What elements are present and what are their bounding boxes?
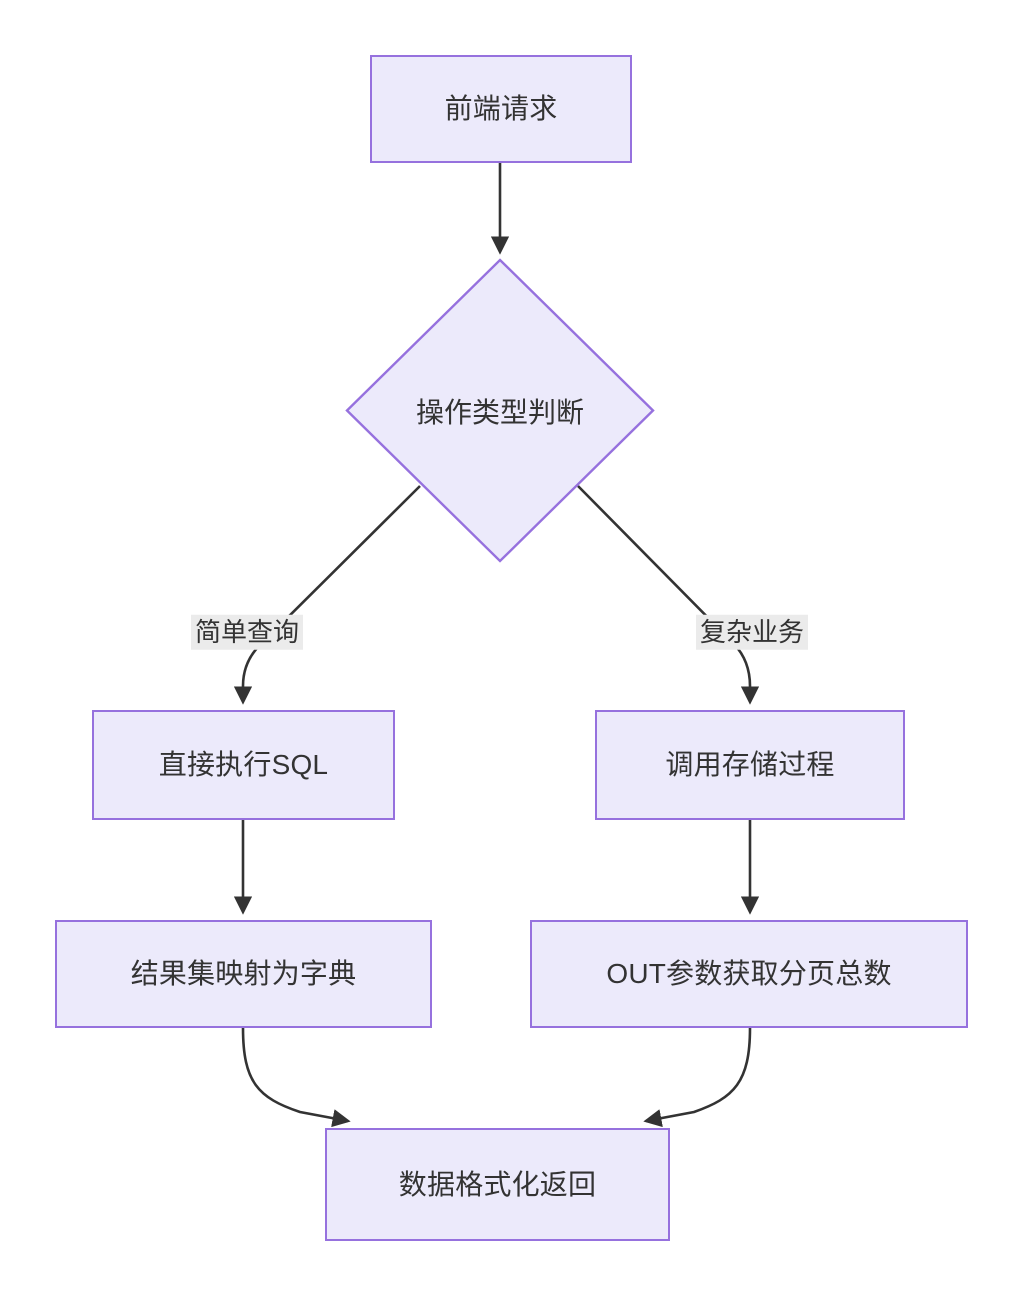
edge-label-simple-query: 简单查询 (190, 614, 304, 650)
edge-label-complex-business: 复杂业务 (695, 614, 809, 650)
diamond-shape (345, 258, 655, 563)
node-execute-sql-directly[interactable]: 直接执行SQL (92, 710, 395, 820)
node-operation-type-decision[interactable]: 操作类型判断 (345, 258, 655, 563)
node-call-stored-procedure[interactable]: 调用存储过程 (595, 710, 905, 820)
node-label: 直接执行SQL (158, 749, 329, 781)
edge-n6-n7 (643, 1027, 752, 1128)
node-label: 前端请求 (444, 93, 558, 125)
node-label: 操作类型判断 (415, 396, 584, 428)
node-label: 调用存储过程 (665, 749, 835, 781)
node-label: 结果集映射为字典 (130, 958, 357, 990)
node-label: 数据格式化返回 (398, 1168, 597, 1200)
node-label: OUT参数获取分页总数 (606, 958, 892, 990)
node-format-and-return-data[interactable]: 数据格式化返回 (325, 1128, 670, 1241)
node-frontend-request[interactable]: 前端请求 (370, 55, 632, 163)
edge-n5-n7 (241, 1027, 351, 1128)
node-map-resultset-to-dict[interactable]: 结果集映射为字典 (55, 920, 432, 1028)
node-out-param-page-total[interactable]: OUT参数获取分页总数 (530, 920, 968, 1028)
